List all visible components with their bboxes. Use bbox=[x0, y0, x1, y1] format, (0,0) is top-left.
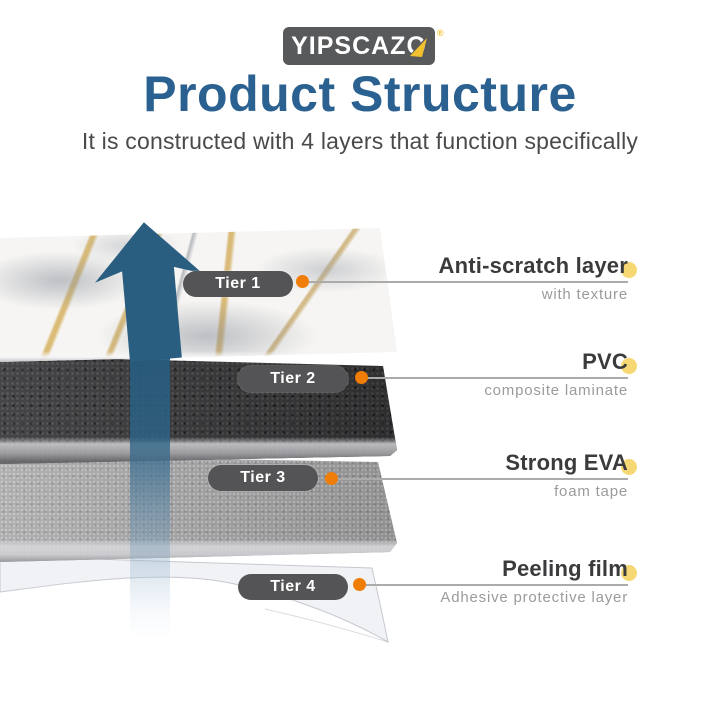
yellow-accent-dot bbox=[621, 262, 637, 278]
blue-fade-band bbox=[130, 352, 170, 638]
orange-connector-dot bbox=[296, 275, 309, 288]
brand-logo: YIPSCAZO bbox=[283, 27, 435, 65]
tier-4-label: Peeling film bbox=[502, 556, 637, 582]
yellow-accent-dot bbox=[621, 459, 637, 475]
connector-line bbox=[360, 584, 628, 586]
connector-line bbox=[332, 478, 628, 480]
tier-1-sublabel: with texture bbox=[541, 286, 628, 303]
connector-line bbox=[303, 281, 628, 283]
brand-name: YIPSCAZO bbox=[291, 31, 427, 60]
tier-4-badge: Tier 4 bbox=[238, 574, 348, 600]
connector-line bbox=[362, 377, 628, 379]
orange-connector-dot bbox=[353, 578, 366, 591]
orange-connector-dot bbox=[355, 371, 368, 384]
page-subtitle: It is constructed with 4 layers that fun… bbox=[81, 128, 639, 154]
tier-1-badge: Tier 1 bbox=[183, 271, 293, 297]
up-arrow-icon bbox=[94, 222, 203, 363]
tier-3-badge: Tier 3 bbox=[208, 465, 318, 491]
orange-connector-dot bbox=[325, 472, 338, 485]
tier-1-label: Anti-scratch layer bbox=[439, 253, 637, 279]
yellow-accent-dot bbox=[621, 565, 637, 581]
page-title: Product Structure bbox=[143, 66, 577, 122]
tier-4-sublabel: Adhesive protective layer bbox=[440, 589, 628, 606]
logo-cursor-arrow-icon bbox=[408, 37, 427, 58]
tier-2-label: PVC bbox=[582, 349, 637, 375]
yellow-accent-dot bbox=[621, 358, 637, 374]
tier-2-sublabel: composite laminate bbox=[484, 382, 628, 399]
tier-2-badge: Tier 2 bbox=[238, 366, 348, 392]
registered-trademark-symbol: ® bbox=[437, 28, 444, 38]
tier-3-sublabel: foam tape bbox=[554, 483, 628, 500]
tier-3-label: Strong EVA bbox=[505, 450, 637, 476]
layer-eva-foam bbox=[0, 455, 397, 562]
layer-peeling-film bbox=[0, 555, 389, 643]
